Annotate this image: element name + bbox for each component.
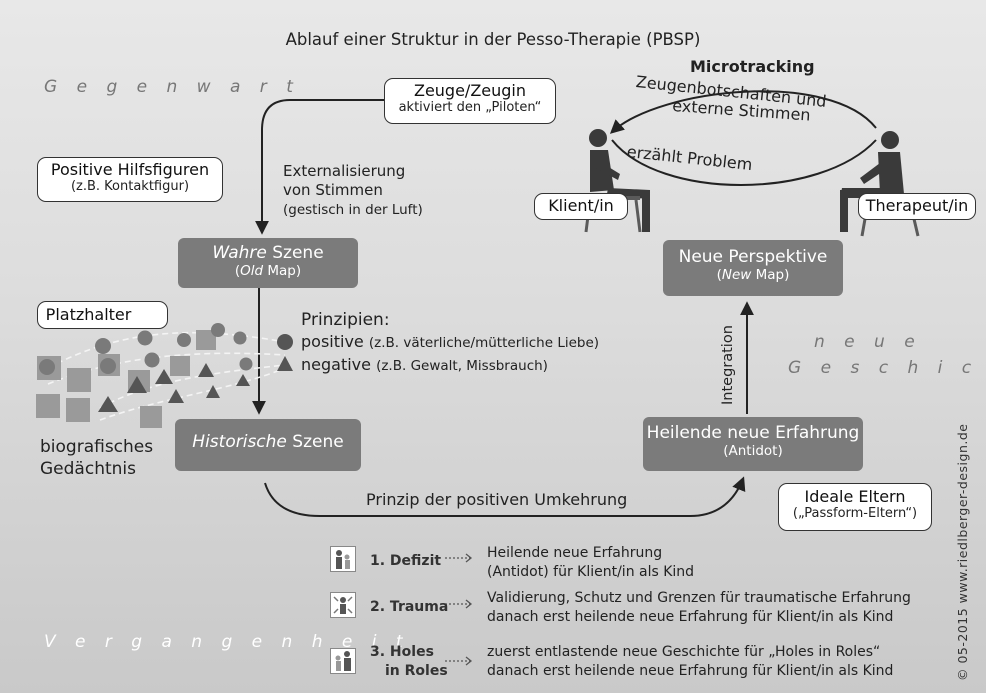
helpers-title: Positive Hilfsfiguren [50, 160, 210, 179]
legend-2-desc-1: Validierung, Schutz und Grenzen für trau… [487, 587, 911, 606]
legend-1-num: 1. Defizit [370, 553, 442, 569]
helpers-subtitle: (z.B. Kontaktfigur) [70, 179, 190, 194]
principle-positive: positive (z.B. väterliche/mütterliche Li… [301, 332, 599, 351]
healing-subtitle: (Antidot) [723, 443, 783, 459]
era-past-label: V e r g a n g e n h e i t [44, 632, 410, 652]
legend-3-num: 3. Holes [370, 644, 434, 660]
diagram-title: Ablauf einer Struktur in der Pesso-Thera… [285, 30, 701, 49]
negative-triangle-icon [277, 356, 293, 371]
ideal-parents-subtitle: („Passform-Eltern“) [792, 506, 918, 521]
legend-3-desc-1: zuerst entlastende neue Geschichte für „… [487, 641, 880, 660]
negative-word: negative [301, 355, 371, 374]
legend-3-label-2: in Roles [385, 660, 448, 679]
historic-scene-rest: Szene [286, 432, 344, 452]
legend-1-line2: (Antidot) für Klient/in als Kind [487, 564, 695, 580]
client-label-box: Klient/in [534, 193, 628, 220]
true-scene-sub-open: ( [234, 263, 241, 279]
true-scene-italic: Wahre [212, 243, 267, 263]
positive-example: (z.B. väterliche/mütterliche Liebe) [368, 335, 600, 351]
placeholder-box: Platzhalter [37, 301, 168, 329]
historic-scene-box: Historische Szene [175, 419, 361, 471]
microtracking-heading: Microtracking [690, 57, 815, 76]
memory-paths [47, 331, 286, 421]
principle-negative: negative (z.B. Gewalt, Missbrauch) [301, 355, 548, 374]
true-scene-sub-italic: Old [240, 263, 264, 279]
legend-2-line1: Validierung, Schutz und Grenzen für trau… [487, 590, 911, 606]
legend-3-num2: in Roles [385, 663, 448, 679]
therapist-figure-icon [840, 131, 920, 237]
witness-subtitle: aktiviert den „Piloten“ [398, 100, 542, 115]
new-perspective-sub-open: ( [716, 267, 722, 283]
reversal-label: Prinzip der positiven Umkehrung [366, 490, 628, 509]
legend-1-label: 1. Defizit [370, 550, 441, 569]
legend-arrows [445, 553, 473, 666]
child-with-parent-icon [330, 546, 356, 572]
positive-word: positive [301, 332, 364, 351]
microtracking-top-arc [609, 90, 877, 134]
child-as-parent-icon [330, 648, 356, 674]
witness-title: Zeuge/Zeugin [413, 81, 527, 100]
client-label: Klient/in [548, 196, 614, 215]
externalization-line1: Externalisierung [283, 162, 406, 180]
era-present-label: G e g e n w a r t [44, 77, 300, 97]
legend-2-label: 2. Trauma [370, 596, 448, 615]
memory-circles [39, 323, 253, 375]
integration-label: Integration [720, 325, 736, 405]
legend-1-desc-2: (Antidot) für Klient/in als Kind [487, 561, 694, 580]
positive-circle-icon [277, 334, 293, 350]
ideal-parents-title: Ideale Eltern [804, 487, 906, 506]
trauma-child-icon [330, 592, 356, 618]
legend-3-line2: danach erst heilende neue Erfahrung für … [487, 663, 894, 679]
reversal-arrow [264, 476, 746, 517]
new-story-label-2: G e s c h i c h t e [788, 358, 986, 378]
therapist-label-box: Therapeut/in [858, 193, 976, 220]
legend-3-line1: zuerst entlastende neue Geschichte für „… [487, 644, 881, 660]
placeholder-label: Platzhalter [45, 305, 132, 324]
negative-example: (z.B. Gewalt, Missbrauch) [376, 358, 548, 374]
ideal-parents-box: Ideale Eltern („Passform-Eltern“) [778, 483, 932, 531]
healing-box: Heilende neue Erfahrung (Antidot) [643, 417, 863, 471]
true-scene-box: Wahre Szene (Old Map) [178, 238, 358, 288]
microtracking-bottom-arc [611, 139, 877, 186]
new-perspective-box: Neue Perspektive (New Map) [663, 240, 843, 296]
legend-3-desc-2: danach erst heilende neue Erfahrung für … [487, 660, 893, 679]
legend-1-line1: Heilende neue Erfahrung [487, 545, 663, 561]
new-perspective-sub-close: Map) [751, 267, 790, 283]
legend-2-line2: danach erst heilende neue Erfahrung für … [487, 609, 894, 625]
healing-title: Heilende neue Erfahrung [646, 423, 860, 443]
externalization-line2: von Stimmen [283, 181, 383, 199]
externalization-line3: (gestisch in der Luft) [283, 202, 423, 218]
new-perspective-title: Neue Perspektive [678, 247, 828, 267]
memory-triangles [98, 363, 250, 412]
legend-2-desc-2: danach erst heilende neue Erfahrung für … [487, 606, 893, 625]
historic-scene-italic: Historische [192, 432, 287, 452]
witness-box: Zeuge/Zeugin aktiviert den „Piloten“ [384, 78, 556, 124]
helpers-box: Positive Hilfsfiguren (z.B. Kontaktfigur… [37, 157, 223, 202]
therapist-label: Therapeut/in [865, 196, 969, 215]
witness-to-scene-arrow [255, 99, 385, 235]
principles-heading: Prinzipien: [301, 310, 390, 330]
new-perspective-sub-italic: New [721, 267, 752, 283]
copyright: © 05-2015 www.riedlberger-design.de [955, 423, 970, 681]
legend-1-desc-1: Heilende neue Erfahrung [487, 542, 662, 561]
memory-line1: biografisches [40, 437, 154, 457]
true-scene-rest: Szene [266, 243, 324, 263]
memory-line2: Gedächtnis [40, 459, 136, 479]
new-story-label-1: n e u e [814, 332, 922, 352]
true-scene-sub-close: Map) [263, 263, 302, 279]
legend-2-num: 2. Trauma [370, 599, 449, 615]
legend-3-label-1: 3. Holes [370, 641, 434, 660]
